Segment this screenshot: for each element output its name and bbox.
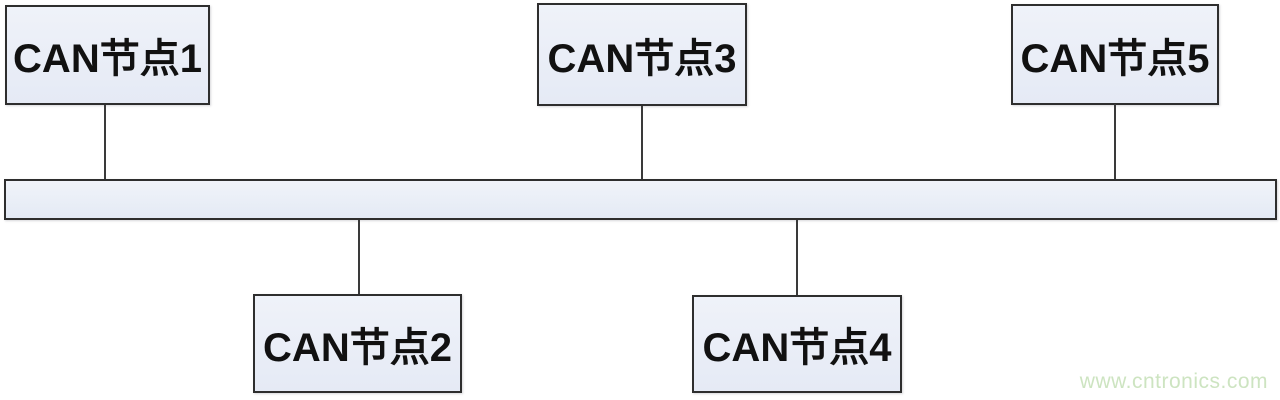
node-label-can1: CAN节点1: [13, 37, 202, 81]
node-box-can1: CAN节点1: [5, 5, 210, 105]
connector-line-can5: [1114, 104, 1116, 179]
node-box-can2: CAN节点2: [253, 294, 462, 393]
watermark-text: www.cntronics.com: [1079, 370, 1268, 393]
connector-line-can2: [358, 220, 360, 294]
node-label-can5: CAN节点5: [1020, 36, 1210, 81]
node-box-can4: CAN节点4: [692, 295, 902, 393]
node-box-can3: CAN节点3: [537, 3, 747, 106]
node-label-can3: CAN节点3: [547, 36, 737, 81]
node-label-can2: CAN节点2: [263, 325, 452, 370]
can-bus-bar: [4, 179, 1277, 220]
connector-line-can1: [104, 105, 106, 179]
connector-line-can3: [641, 106, 643, 179]
node-box-can5: CAN节点5: [1011, 4, 1219, 105]
connector-line-can4: [796, 220, 798, 295]
node-label-can4: CAN节点4: [702, 326, 892, 370]
